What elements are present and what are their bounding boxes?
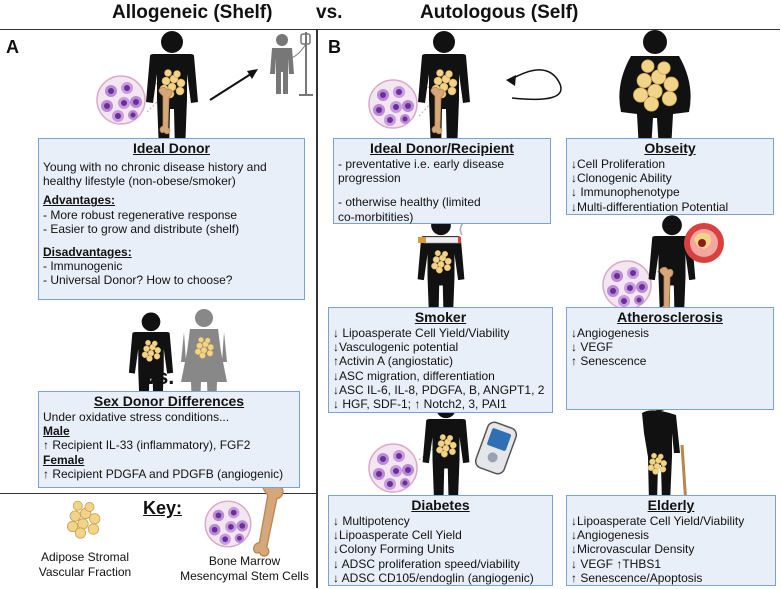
obesity-line: ↓Multi-differentiation Potential: [571, 199, 729, 214]
key-marrow-line: Bone Marrow: [208, 554, 281, 568]
diabetes-line: ↓ ADSC proliferation speed/viability: [333, 556, 520, 571]
atherosclerosis-line: ↓Angiogenesis: [571, 326, 650, 340]
smoker-line: ↓ HGF, SDF-1; ↑ Notch2, 3, PAI1: [333, 397, 507, 412]
ideal-donor-box: Ideal Donor Young with no chronic diseas…: [38, 138, 305, 300]
obesity-box: Obseity ↓Cell Proliferation ↓Clonogenic …: [566, 138, 774, 215]
transfer-arrow: [209, 71, 255, 101]
ideal-recipient-line: - preventative i.e. early disease: [338, 157, 505, 171]
panel-a-label: A: [6, 37, 19, 57]
panel-a-frame: [0, 29, 317, 588]
ideal-recipient-line: progression: [338, 171, 401, 186]
patient-iv-icon: [270, 32, 313, 96]
panel-b-label: B: [328, 37, 341, 57]
cells-icon-b: [368, 79, 418, 129]
ideal-recipient-box: Ideal Donor/Recipient - preventative i.e…: [333, 138, 551, 224]
smoker-line: ↓ASC IL-6, IL-8, PDGFA, B, ANGPT1, 2: [333, 382, 545, 397]
disadvantage-item: - Universal Donor? How to choose?: [43, 273, 233, 288]
smoker-title: Smoker: [414, 309, 467, 325]
obesity-line: ↓ Immunophenotype: [571, 185, 680, 200]
elderly-box: Elderly ↓Lipoasperate Cell Yield/Viabili…: [566, 495, 776, 586]
smoker-line: ↓ Lipoasperate Cell Yield/Viability: [333, 326, 510, 340]
smoker-line: ↓ASC migration, differentiation: [333, 368, 495, 383]
diabetes-line: ↓ Multipotency: [333, 514, 410, 528]
ideal-recipient-line: co-morbitities): [338, 209, 414, 224]
glucose-meter-icon: [474, 421, 518, 475]
key-bone-icon: [250, 479, 285, 559]
smoker-line: ↓Vasculogenic potential: [333, 340, 459, 355]
diabetes-line: ↓Colony Forming Units: [333, 542, 455, 557]
loop-arrow-icon: [509, 69, 562, 101]
ideal-recipient-spacer: [334, 185, 550, 195]
ideal-recipient-line: - otherwise healthy (limited: [338, 195, 481, 210]
key-adipose-icon: [66, 500, 101, 539]
key-title: Key:: [143, 498, 183, 518]
ideal-donor-title: Ideal Donor: [132, 140, 210, 156]
diabetes-box: Diabetes ↓ Multipotency ↓Lipoasperate Ce…: [328, 495, 553, 586]
elderly-line: ↓Angiogenesis: [571, 528, 650, 543]
atherosclerosis-box: Atherosclerosis ↓Angiogenesis ↓ VEGF ↑ S…: [566, 307, 774, 410]
header-vs: vs.: [316, 2, 343, 23]
key-adipose-line: Vascular Fraction: [38, 565, 132, 579]
disadvantage-item: - Immunogenic: [43, 259, 123, 274]
diabetes-title: Diabetes: [411, 497, 470, 513]
smoker-line: ↑Activin A (angiostatic): [333, 354, 454, 369]
smoker-box: Smoker ↓ Lipoasperate Cell Yield/Viabili…: [328, 307, 553, 413]
key-adipose-caption: Adipose Stromal Vascular Fraction: [20, 550, 150, 580]
disadvantages-title: Disadvantages:: [43, 245, 132, 260]
panel-b-frame: [317, 29, 780, 588]
vs-label: vs.: [145, 366, 175, 389]
elderly-line: ↓Microvascular Density: [571, 542, 695, 557]
atherosclerosis-title: Atherosclerosis: [617, 309, 723, 325]
elderly-line: ↓ VEGF ↑THBS1: [571, 556, 662, 571]
key-cells-icon: [204, 500, 252, 548]
header-allogeneic: Allogeneic (Shelf): [112, 2, 273, 23]
advantage-item: - More robust regenerative response: [43, 207, 238, 222]
advantage-item: - Easier to grow and distribute (shelf): [43, 221, 240, 236]
sex-donor-box: Sex Donor Differences Under oxidative st…: [38, 391, 300, 488]
female-person-icon: [181, 309, 227, 408]
cells-icon-ath: [602, 260, 652, 310]
key-marrow-line: Mesencymal Stem Cells: [180, 569, 309, 583]
key-divider: [0, 493, 317, 494]
ideal-donor-intro-2: healthy lifestyle (non-obese/smoker): [43, 174, 236, 189]
cells-icon-dia: [368, 443, 418, 493]
header-autologous: Autologous (Self): [420, 2, 579, 23]
atherosclerosis-line: ↑ Senescence: [571, 354, 647, 369]
male-title: Male: [43, 424, 70, 439]
elderly-title: Elderly: [647, 497, 695, 513]
female-text: ↑ Recipient PDGFA and PDGFB (angiogenic): [43, 466, 284, 481]
cells-icon: [96, 75, 146, 125]
ideal-recipient-title: Ideal Donor/Recipient: [370, 140, 514, 156]
key-marrow-caption: Bone Marrow Mesencymal Stem Cells: [172, 554, 317, 584]
obesity-line: ↓Clonogenic Ability: [571, 171, 672, 186]
female-title: Female: [43, 452, 85, 467]
diabetes-line: ↓Lipoasperate Cell Yield: [333, 528, 462, 543]
male-text: ↑ Recipient IL-33 (inflammatory), FGF2: [43, 438, 251, 453]
elderly-line: ↑ Senescence/Apoptosis: [571, 570, 703, 585]
sex-donor-intro: Under oxidative stress conditions...: [43, 410, 230, 424]
obesity-line: ↓Cell Proliferation: [571, 157, 666, 171]
elderly-line: ↓Lipoasperate Cell Yield/Viability: [571, 514, 745, 528]
key-adipose-line: Adipose Stromal: [40, 550, 130, 564]
advantages-title: Advantages:: [43, 193, 116, 208]
ideal-donor-intro-1: Young with no chronic disease history an…: [43, 160, 267, 174]
atherosclerosis-line: ↓ VEGF: [571, 340, 614, 355]
artery-icon: [684, 223, 724, 263]
obesity-title: Obseity: [644, 140, 696, 156]
sex-donor-title: Sex Donor Differences: [93, 393, 245, 409]
diabetes-line: ↓ ADSC CD105/endoglin (angiogenic): [333, 570, 534, 585]
